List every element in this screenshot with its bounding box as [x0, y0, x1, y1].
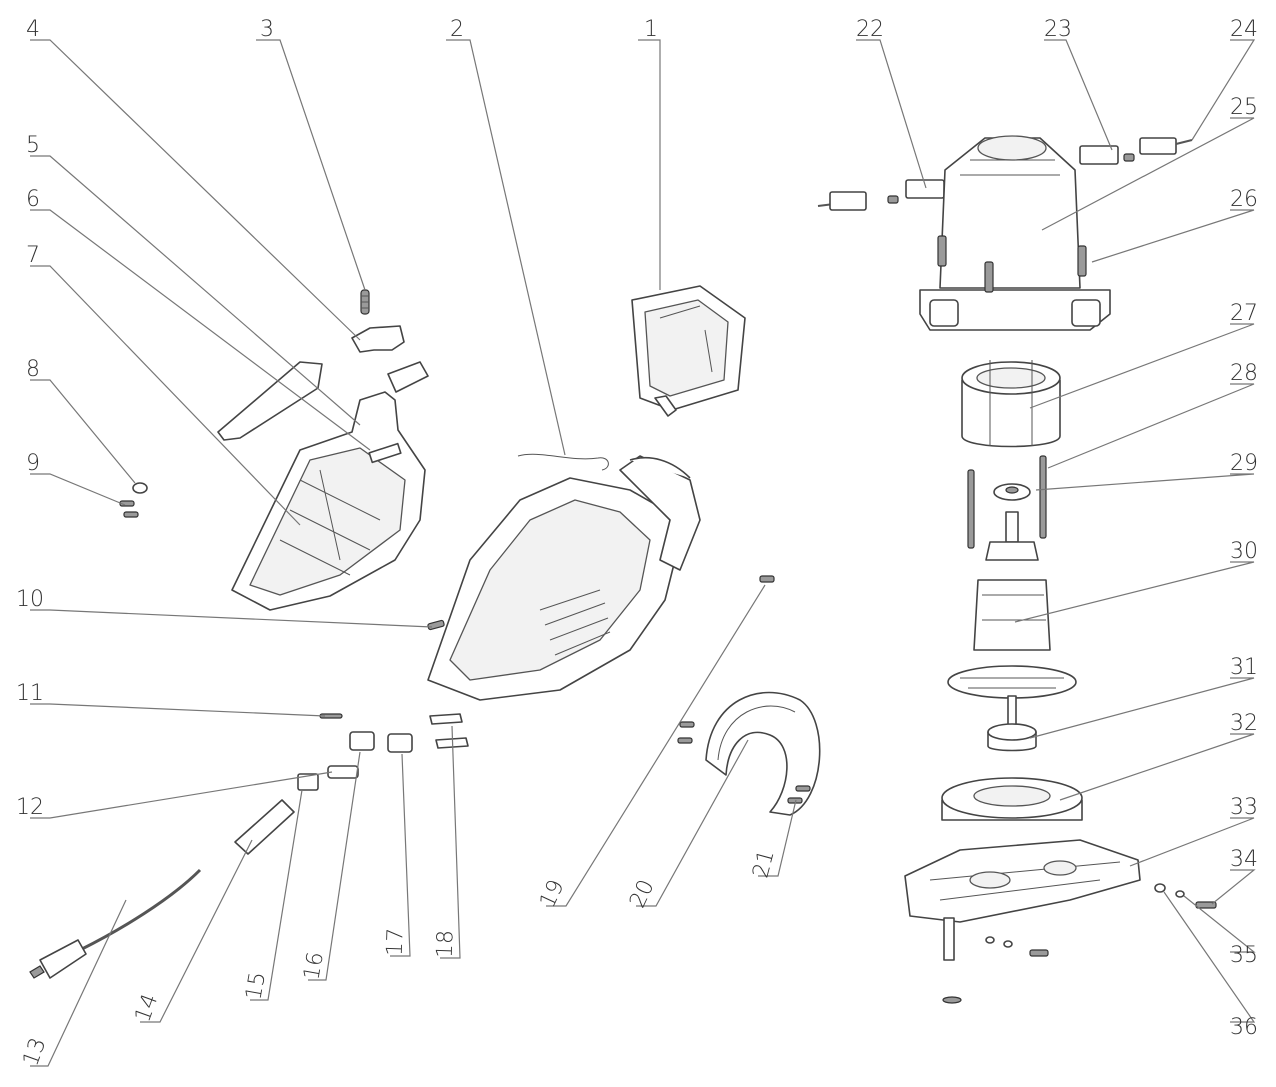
parts-layer	[29, 135, 1217, 1004]
part-30-armature	[947, 511, 1077, 727]
part-18-plates	[429, 713, 469, 749]
label-31: 31	[1230, 655, 1258, 680]
label-26: 26	[1230, 187, 1258, 212]
part-13-power-cord	[29, 868, 202, 979]
part-25-motor-housing	[919, 135, 1111, 331]
label-30: 30	[1230, 539, 1258, 564]
part-21-screws	[677, 721, 811, 804]
label-33: 33	[1230, 795, 1258, 820]
part-26-screws	[937, 235, 1087, 293]
label-11: 11	[16, 681, 44, 706]
part-16-switch	[349, 731, 375, 751]
part-4-lever	[351, 325, 405, 353]
label-8: 8	[26, 357, 40, 382]
part-33-base-plate	[904, 839, 1141, 1004]
part-27-stator	[961, 360, 1061, 448]
label-5: 5	[26, 133, 40, 158]
part-20-hand-guard	[705, 691, 821, 816]
part-15-switch	[297, 773, 319, 791]
part-36-washer	[1154, 883, 1166, 893]
label-9: 9	[26, 451, 40, 476]
label-27: 27	[1230, 301, 1258, 326]
part-23-brush-holder	[1079, 145, 1135, 165]
label-36: 36	[1230, 1015, 1258, 1040]
part-1-cover	[631, 285, 746, 417]
part-19-screw	[759, 575, 775, 583]
part-29-bearing	[993, 483, 1031, 501]
label-1: 1	[644, 17, 658, 42]
label-25: 25	[1230, 95, 1258, 120]
label-7: 7	[26, 243, 40, 268]
part-3-spring	[360, 289, 370, 315]
label-35: 35	[1230, 943, 1258, 968]
leader-lines	[30, 39, 1256, 1067]
label-3: 3	[260, 17, 274, 42]
part-17-switch	[387, 733, 413, 753]
part-9-screws	[119, 500, 139, 518]
label-17: 17	[383, 928, 409, 957]
label-18: 18	[433, 930, 459, 959]
part-31-bearing	[987, 723, 1037, 752]
part-32-baffle	[941, 777, 1083, 821]
part-2-spring	[517, 453, 609, 471]
label-29: 29	[1230, 451, 1258, 476]
label-22: 22	[856, 17, 884, 42]
label-2: 2	[450, 17, 464, 42]
label-32: 32	[1230, 711, 1258, 736]
part-24-brush	[1139, 137, 1193, 155]
label-10: 10	[16, 587, 44, 612]
label-16: 16	[299, 950, 328, 982]
loose-fasteners	[985, 936, 1049, 957]
label-28: 28	[1230, 361, 1258, 386]
label-23: 23	[1044, 17, 1072, 42]
label-12: 12	[16, 795, 44, 820]
label-4: 4	[26, 17, 40, 42]
part-7-housing-half	[231, 361, 429, 611]
label-15: 15	[241, 970, 270, 1002]
label-14: 14	[130, 991, 163, 1026]
part-28-long-screws	[967, 455, 1047, 549]
label-13: 13	[18, 1035, 51, 1070]
part-8-washer	[132, 482, 148, 494]
part-5-handle	[217, 361, 323, 441]
part-12-clamp	[327, 765, 359, 779]
label-34: 34	[1230, 847, 1258, 872]
part-10-main-body	[427, 455, 701, 701]
label-24: 24	[1230, 17, 1258, 42]
part-14-cord-sleeve	[234, 799, 295, 855]
part-35-washer	[1175, 890, 1185, 898]
label-6: 6	[26, 187, 40, 212]
part-22-brush-holder	[817, 179, 945, 211]
